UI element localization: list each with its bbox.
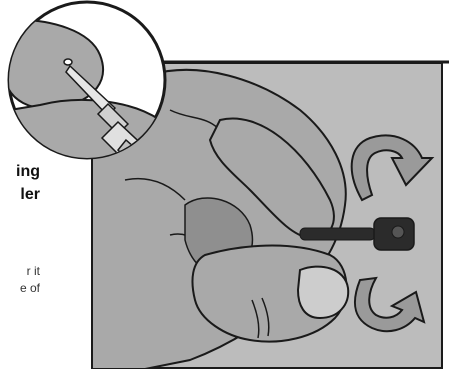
- thumbnail: [298, 267, 348, 318]
- tool-rod: [300, 228, 375, 240]
